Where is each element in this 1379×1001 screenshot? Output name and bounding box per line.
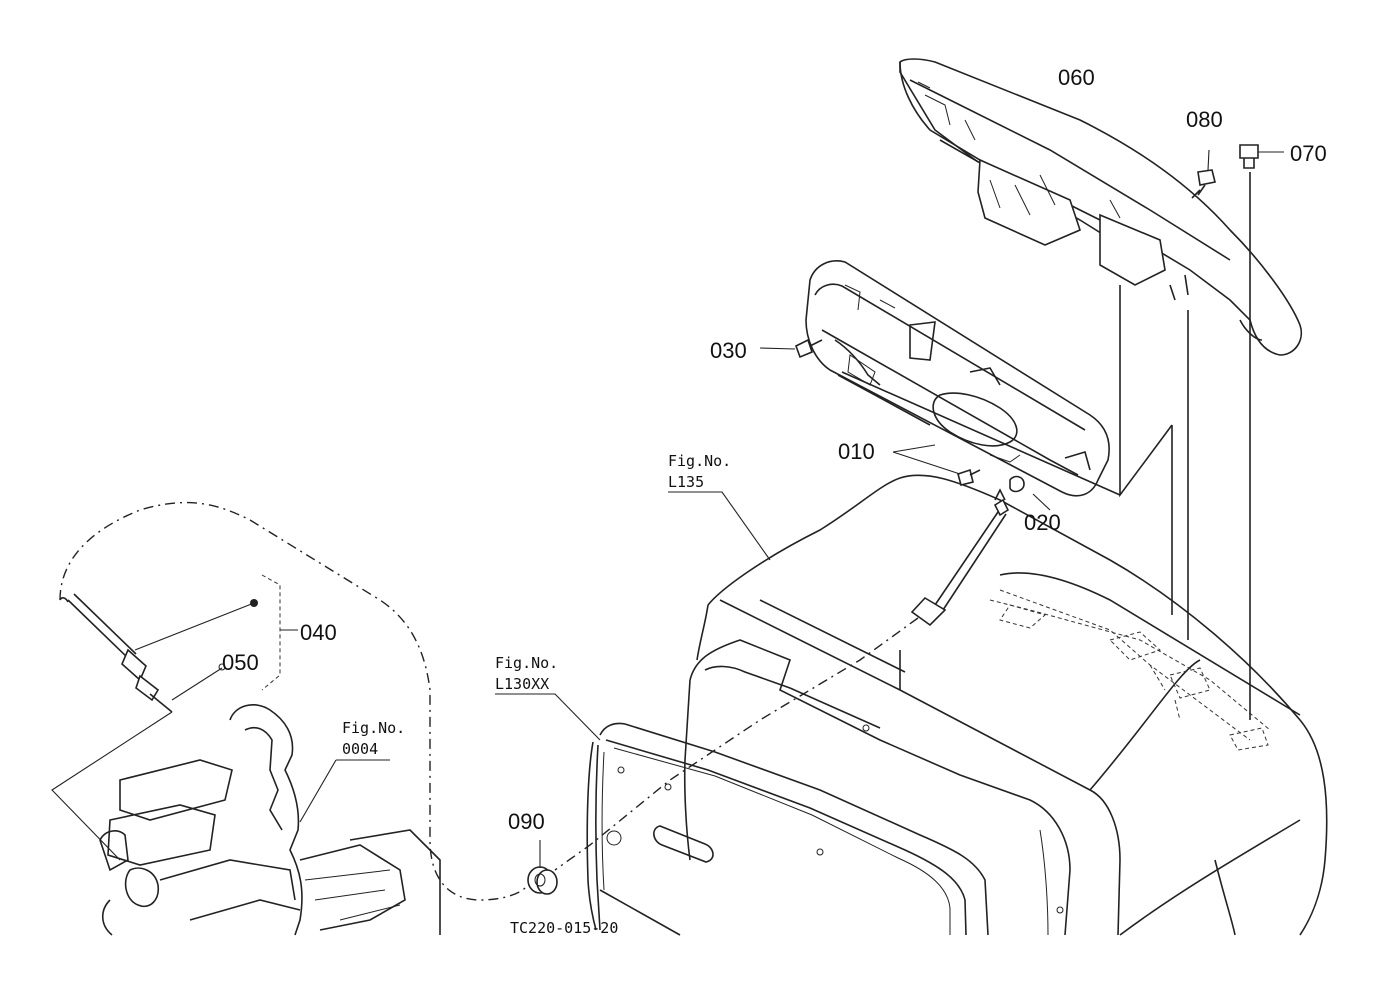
label-010: 010 bbox=[838, 439, 875, 464]
pin-050 bbox=[51, 663, 226, 861]
cable-040 bbox=[59, 501, 529, 901]
label-040: 040 bbox=[300, 620, 337, 645]
screw-030 bbox=[759, 338, 823, 359]
front-panel bbox=[586, 722, 989, 936]
label-050: 050 bbox=[222, 650, 259, 675]
bulb-020 bbox=[1009, 475, 1051, 511]
label-070: 070 bbox=[1290, 141, 1327, 166]
engine-block bbox=[99, 704, 441, 936]
cable-shaft bbox=[554, 488, 1010, 871]
fig-l130xx-caption: Fig.No. bbox=[495, 654, 558, 672]
fig-l135-number: L135 bbox=[668, 473, 704, 491]
grommet-090 bbox=[527, 840, 558, 895]
fig-0004-number: 0004 bbox=[342, 740, 378, 758]
fig-l130xx-number: L130XX bbox=[495, 675, 549, 693]
screw-080 bbox=[1191, 149, 1216, 199]
fig-0004-caption: Fig.No. bbox=[342, 719, 405, 737]
label-090: 090 bbox=[508, 809, 545, 834]
bolt-070 bbox=[1239, 144, 1284, 169]
top-cover-060 bbox=[899, 58, 1302, 356]
label-080: 080 bbox=[1186, 107, 1223, 132]
screw-010 bbox=[892, 444, 981, 486]
dashboard-body bbox=[683, 474, 1328, 936]
fig-l135-leader bbox=[668, 491, 771, 561]
drawing-code: TC220-015-20 bbox=[510, 919, 618, 937]
label-060: 060 bbox=[1058, 65, 1095, 90]
label-030: 030 bbox=[710, 338, 747, 363]
fig-l130xx-leader bbox=[495, 693, 601, 741]
fig-l135-caption: Fig.No. bbox=[668, 452, 731, 470]
label-020: 020 bbox=[1024, 510, 1061, 535]
mount-lines bbox=[841, 172, 1251, 720]
meter-assembly bbox=[805, 260, 1110, 497]
